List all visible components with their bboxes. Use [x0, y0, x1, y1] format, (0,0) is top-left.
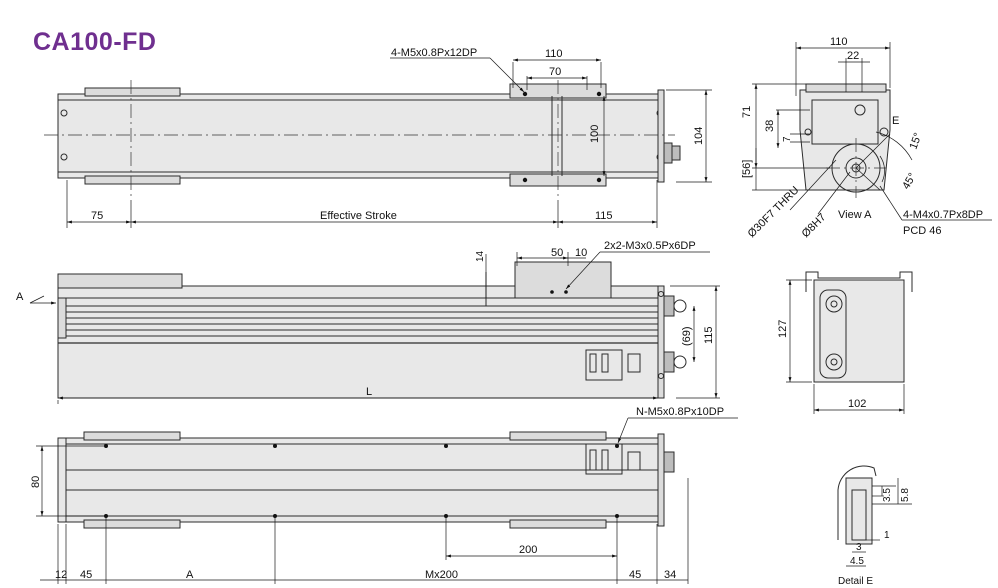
side-view: A 14 50 10 2x2-M3x0.5Px6DP (69) 115 L: [16, 240, 720, 404]
tap-callout: 4-M5x0.8Px12DP: [391, 47, 477, 59]
mount-hole: [273, 444, 277, 448]
dim-104: 104: [693, 127, 705, 145]
bottom-view: N-M5x0.8Px10DP 80 200 12 45 A Mx200 45 3…: [30, 406, 738, 584]
hole-pin-label: Ø8H7: [800, 211, 829, 240]
view-a-label: View A: [838, 209, 872, 221]
end-view-front: 127 102: [777, 271, 913, 414]
mount-hole: [104, 514, 108, 518]
view-arrow-label: A: [16, 291, 24, 303]
detail-e-body: [845, 477, 873, 545]
dim-10: 10: [575, 247, 587, 259]
dim-38: 38: [764, 120, 776, 132]
dim-75: 75: [91, 210, 103, 222]
dim-127: 127: [777, 320, 789, 338]
dim-110-end: 110: [830, 36, 848, 48]
top-view-body: [57, 93, 659, 179]
mount-hole: [273, 514, 277, 518]
pcd-label: PCD 46: [903, 225, 942, 237]
mount-hole: [444, 444, 448, 448]
tap-hole: [522, 91, 528, 97]
angle-45: 45°: [900, 171, 919, 191]
bottom-view-body: [57, 437, 659, 523]
product-title: CA100-FD: [33, 28, 157, 56]
tap-callout-m3: 2x2-M3x0.5Px6DP: [604, 240, 696, 252]
dim-34: 34: [664, 569, 676, 581]
effective-stroke-label: Effective Stroke: [320, 210, 397, 222]
mount-hole: [444, 514, 448, 518]
mount-hole: [615, 514, 619, 518]
dim-Mx200: Mx200: [425, 569, 458, 581]
dim-115: 115: [703, 326, 715, 344]
dim-5-8: 5.8: [900, 488, 911, 502]
dim-70: 70: [549, 66, 561, 78]
dim-71: 71: [741, 106, 753, 118]
tap-callout-m5: N-M5x0.8Px10DP: [636, 406, 724, 418]
detail-e: 3.5 5.8 1 3 4.5 Detail E: [837, 465, 912, 587]
dim-14: 14: [475, 250, 486, 262]
detail-e-marker: E: [892, 115, 899, 127]
tap-hole: [596, 91, 602, 97]
side-view-body: [57, 285, 659, 399]
mount-hole: [615, 444, 619, 448]
dim-100: 100: [589, 125, 601, 143]
dim-22: 22: [847, 50, 859, 62]
dim-115: 115: [595, 210, 613, 222]
angle-15: 15°: [908, 131, 925, 151]
dim-1: 1: [884, 530, 890, 541]
dim-7: 7: [782, 136, 793, 142]
tap-hole: [522, 177, 528, 183]
top-view: 4-M5x0.8Px12DP 110 70 100 104 75 Effecti…: [44, 47, 712, 228]
dim-45-left: 45: [80, 569, 92, 581]
dim-69: (69): [681, 326, 693, 346]
dim-80: 80: [30, 476, 42, 488]
dim-110: 110: [545, 48, 563, 60]
end-view-a-outline: [799, 89, 891, 191]
dim-50: 50: [551, 247, 563, 259]
dim-3: 3: [856, 542, 862, 553]
end-view-a: 110 22 71 38 7 [56] E 15° 45° Ø30F7 THRU…: [741, 36, 992, 240]
dim-A: A: [186, 569, 194, 581]
side-view-carriage: [514, 261, 612, 299]
tap-m4-label: 4-M4x0.7Px8DP: [903, 209, 983, 221]
mount-hole: [104, 444, 108, 448]
dim-200: 200: [519, 544, 537, 556]
detail-e-label: Detail E: [838, 576, 873, 587]
dim-4-5: 4.5: [850, 556, 864, 567]
end-view-front-outline: [813, 279, 905, 383]
dim-3-5: 3.5: [882, 488, 893, 502]
dim-102: 102: [848, 398, 866, 410]
dim-56: [56]: [741, 160, 753, 178]
tap-hole: [596, 177, 602, 183]
dim-45-right: 45: [629, 569, 641, 581]
dim-12: 12: [55, 569, 67, 581]
dim-L: L: [366, 386, 372, 398]
hole-thru-label: Ø30F7 THRU: [746, 184, 802, 240]
